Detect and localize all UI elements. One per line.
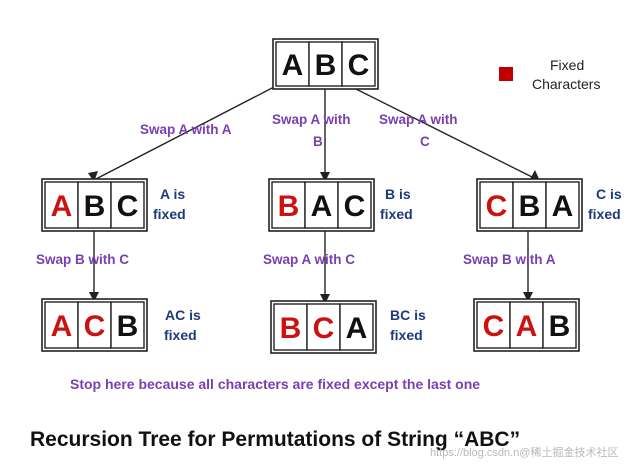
- note-l1a-line2: fixed: [153, 206, 186, 222]
- free-char: C: [344, 190, 366, 223]
- char-cell: [77, 181, 112, 229]
- char-cell: [308, 41, 343, 87]
- edge-label-swap-b-with-c: Swap B with C: [36, 252, 129, 267]
- free-char: A: [282, 49, 304, 82]
- arrowhead-l2b: [320, 294, 330, 304]
- fixed-char: A: [51, 310, 73, 343]
- note-l2a-line1: AC is: [165, 307, 201, 323]
- free-char: A: [311, 190, 333, 223]
- char-cell: [110, 301, 145, 349]
- free-char: B: [315, 49, 337, 82]
- char-cell: [44, 301, 79, 349]
- char-cell: [339, 303, 374, 351]
- char-cell: [341, 41, 376, 87]
- note-l1a-line1: A is: [160, 186, 185, 202]
- free-char: C: [117, 190, 139, 223]
- arrowhead-l2a: [89, 292, 99, 302]
- edge-label-swap-b-with-a: Swap B with A: [463, 252, 556, 267]
- note-l1b-line1: B is: [385, 186, 411, 202]
- free-char: A: [346, 312, 368, 345]
- edge-label-swap-a-with-c-line1: Swap A with: [379, 112, 458, 127]
- legend-label-line2: Characters: [532, 76, 600, 92]
- note-l1c-line2: fixed: [588, 206, 621, 222]
- note-l1c-line1: C is: [596, 186, 622, 202]
- edge-label-swap-a-with-c-line2: C: [420, 134, 430, 149]
- char-cell: [509, 301, 544, 349]
- fixed-char: B: [278, 190, 300, 223]
- fixed-char: C: [486, 190, 508, 223]
- char-cell: [275, 41, 310, 87]
- legend-label-line1: Fixed: [550, 57, 584, 73]
- note-l2b-line2: fixed: [390, 327, 423, 343]
- char-cell: [271, 181, 306, 229]
- free-char: B: [519, 190, 541, 223]
- fixed-char: A: [51, 190, 73, 223]
- char-cell: [512, 181, 547, 229]
- diagram-title: Recursion Tree for Permutations of Strin…: [30, 428, 520, 451]
- fixed-char: A: [516, 310, 538, 343]
- stop-note: Stop here because all characters are fix…: [70, 376, 480, 392]
- char-cell: [545, 181, 580, 229]
- char-cell: [542, 301, 577, 349]
- char-cell: [110, 181, 145, 229]
- watermark-text: https://blog.csdn.n@稀土掘金技术社区: [430, 445, 618, 459]
- edge-root-l1a: [93, 85, 277, 181]
- char-cell: [476, 301, 511, 349]
- free-char: B: [549, 310, 571, 343]
- note-l2a-line2: fixed: [164, 327, 197, 343]
- free-char: B: [84, 190, 106, 223]
- note-l2b-line1: BC is: [390, 307, 426, 323]
- arrowhead-l2c: [523, 292, 533, 302]
- edge-root-l1c: [349, 85, 539, 181]
- edge-label-swap-a-with-b-line1: Swap A with: [272, 112, 351, 127]
- char-cell: [337, 181, 372, 229]
- connectors: [93, 85, 539, 302]
- arrowhead-l1b: [320, 172, 330, 182]
- legend: Fixed Characters: [499, 57, 600, 92]
- free-char: A: [552, 190, 574, 223]
- edge-label-swap-a-with-c: Swap A with C: [263, 252, 355, 267]
- fixed-characters-swatch: [499, 67, 513, 81]
- edge-label-swap-a-with-b-line2: B: [313, 134, 323, 149]
- free-char: C: [348, 49, 370, 82]
- fixed-char: C: [483, 310, 505, 343]
- arrowhead-l1a: [88, 171, 98, 182]
- char-cell: [44, 181, 79, 229]
- char-cell: [304, 181, 339, 229]
- fixed-char: C: [84, 310, 106, 343]
- note-l1b-line2: fixed: [380, 206, 413, 222]
- char-cell: [479, 181, 514, 229]
- edge-label-swap-a-with-a: Swap A with A: [140, 122, 232, 137]
- fixed-char: B: [280, 312, 302, 345]
- fixed-char: C: [313, 312, 335, 345]
- free-char: B: [117, 310, 139, 343]
